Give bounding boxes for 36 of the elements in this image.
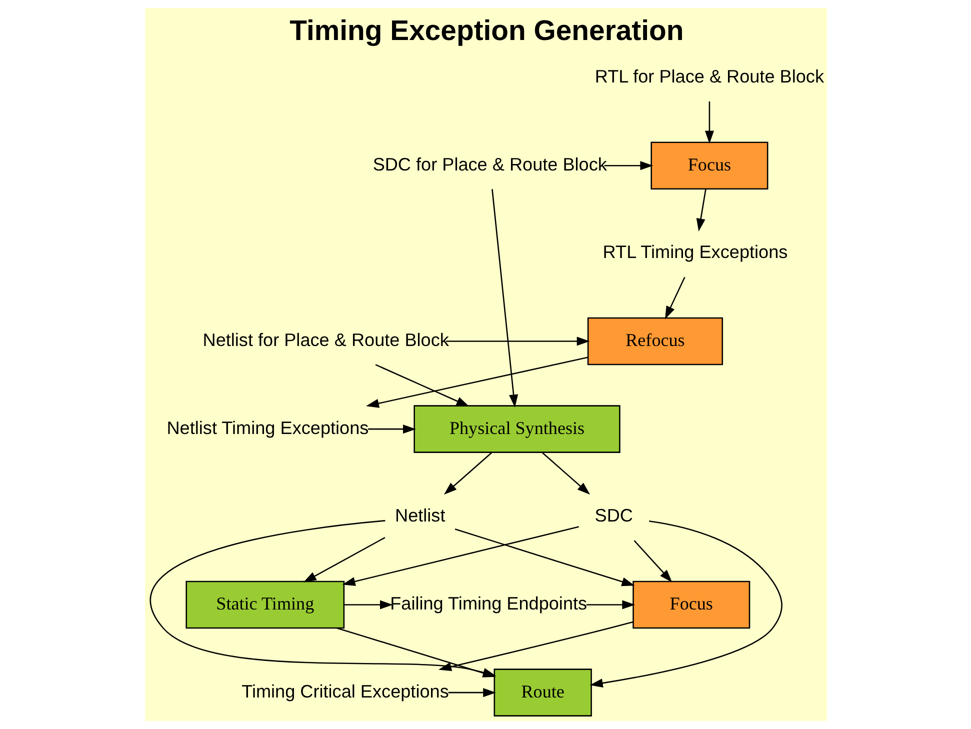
arrow <box>454 528 634 586</box>
arrow <box>491 189 518 408</box>
node-text: Timing Critical Exceptions <box>241 681 448 702</box>
arrow <box>368 424 416 434</box>
arrow <box>604 161 653 170</box>
node-text: Netlist for Place & Route Block <box>202 330 448 350</box>
node-box: Static Timing <box>185 580 344 629</box>
arrow <box>446 336 590 346</box>
node-box: Route <box>493 668 592 716</box>
arrow <box>664 276 685 320</box>
diagram-title: Timing Exception Generation <box>289 14 684 47</box>
arrow <box>696 189 706 232</box>
node-box: Physical Synthesis <box>413 405 620 453</box>
arrow <box>365 356 588 408</box>
arrow <box>443 452 492 495</box>
arrow <box>704 101 714 144</box>
node-text: SDC for Place & Route Block <box>372 154 606 174</box>
node-box: Focus <box>650 142 768 190</box>
node-text: Netlist Timing Exceptions <box>166 418 368 438</box>
node-text: SDC <box>594 506 632 526</box>
node-box: Focus <box>632 580 750 629</box>
node-text: RTL for Place & Route Block <box>594 66 824 87</box>
node-text: RTL Timing Exceptions <box>602 242 788 262</box>
arrow <box>589 520 782 688</box>
arrow <box>586 600 635 610</box>
arrow <box>344 600 392 610</box>
arrow <box>302 536 385 582</box>
node-text: Netlist <box>394 506 445 526</box>
node-box: Refocus <box>586 317 723 366</box>
arrow <box>633 540 672 582</box>
arrow <box>438 621 633 672</box>
arrow <box>374 364 469 407</box>
node-text: Failing Timing Endpoints <box>390 594 587 614</box>
arrow <box>342 526 578 586</box>
arrow <box>542 452 590 495</box>
arrow <box>448 688 496 698</box>
